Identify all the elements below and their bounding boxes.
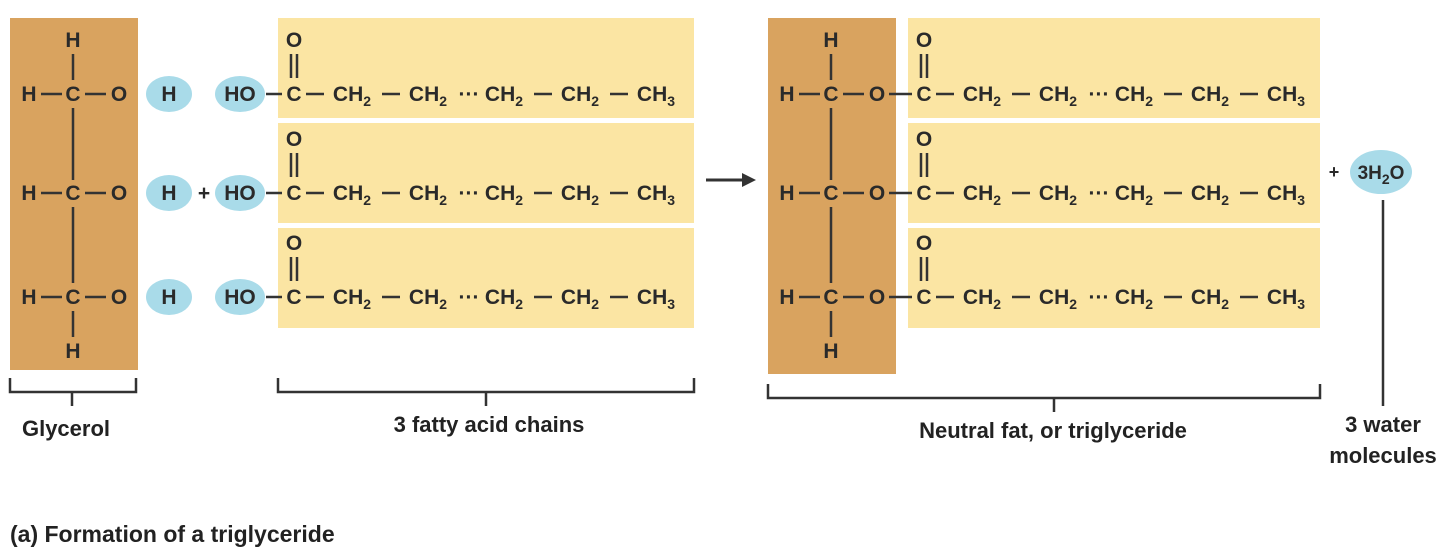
- atom-o-1: O: [111, 83, 127, 106]
- carbonyl-carbon: C: [286, 83, 301, 106]
- chain-ellipsis: ···: [459, 182, 480, 205]
- atom-o-3: O: [869, 286, 885, 309]
- ester-chain-block-3: [908, 228, 1320, 328]
- atom-h-3: H: [779, 286, 794, 309]
- carbonyl-oxygen: O: [916, 128, 932, 151]
- triglyceride-label: Neutral fat, or triglyceride: [919, 418, 1187, 443]
- atom-o-1: O: [869, 83, 885, 106]
- chain-ellipsis: ···: [459, 83, 480, 106]
- hydroxyl-oval-3: [215, 279, 265, 315]
- reaction-arrow: [706, 173, 756, 187]
- chain-ellipsis: ···: [459, 286, 480, 309]
- carbonyl-oxygen: O: [286, 128, 302, 151]
- fatty-acid-block-1: [278, 18, 694, 118]
- atom-h-top: H: [65, 29, 80, 52]
- hydrogen-oval-2: [146, 175, 192, 211]
- atom-h-1: H: [779, 83, 794, 106]
- atom-o-2: O: [869, 182, 885, 205]
- ester-chain-block-1: [908, 18, 1320, 118]
- chain-ellipsis: ···: [1089, 182, 1110, 205]
- atom-h-2: H: [779, 182, 794, 205]
- hydroxyl-oval-2: [215, 175, 265, 211]
- carbonyl-carbon: C: [916, 83, 931, 106]
- triglyceride-bracket: [766, 384, 1322, 400]
- water-product: + 3H2O: [1329, 150, 1412, 406]
- carbonyl-carbon: C: [916, 286, 931, 309]
- water-label-line1: 3 water: [1345, 412, 1421, 437]
- triglyceride-glycerol: H H C O H C O H C O H: [779, 29, 912, 363]
- hydroxyl-2: HO: [224, 182, 256, 205]
- water-oval: [1350, 150, 1412, 194]
- carbonyl-carbon: C: [286, 286, 301, 309]
- atom-c-3: C: [823, 286, 838, 309]
- hydroxyl-ovals: HO HO HO: [215, 76, 265, 315]
- atom-c-2: C: [823, 182, 838, 205]
- atom-h-bottom: H: [65, 340, 80, 363]
- atom-c-1: C: [65, 83, 80, 106]
- fatty-acid-block-2: [278, 123, 694, 223]
- glycerol-bracket: [8, 378, 138, 394]
- ester-chain-block-2: [908, 123, 1320, 223]
- ch2-group: CH2: [333, 182, 371, 208]
- chain-ellipsis: ···: [1089, 286, 1110, 309]
- carbonyl-oxygen: O: [916, 29, 932, 52]
- atom-c-3: C: [65, 286, 80, 309]
- glycerol-molecule: H H C O H C O H C O H: [21, 29, 127, 363]
- hydroxyl-1: HO: [224, 83, 256, 106]
- atom-h-3: H: [21, 286, 36, 309]
- atom-h-bottom: H: [823, 340, 838, 363]
- fatty-acids-label: 3 fatty acid chains: [394, 412, 585, 437]
- carbonyl-carbon: C: [916, 182, 931, 205]
- hydrogen-1: H: [161, 83, 176, 106]
- hydrogen-oval-1: [146, 76, 192, 112]
- carbonyl-oxygen: O: [286, 232, 302, 255]
- atom-c-2: C: [65, 182, 80, 205]
- atom-h-top: H: [823, 29, 838, 52]
- brackets: [8, 378, 1322, 412]
- plus-sign: +: [198, 182, 210, 205]
- chain-ellipsis: ···: [1089, 83, 1110, 106]
- atom-o-3: O: [111, 286, 127, 309]
- hydroxyl-3: HO: [224, 286, 256, 309]
- carbonyl-oxygen: O: [286, 29, 302, 52]
- atom-h-1: H: [21, 83, 36, 106]
- hydroxyl-oval-1: [215, 76, 265, 112]
- carbonyl-oxygen: O: [916, 232, 932, 255]
- hydrogen-ovals: H H H +: [146, 76, 210, 315]
- hydrogen-3: H: [161, 286, 176, 309]
- methyl-group: CH3: [1267, 182, 1305, 208]
- atom-c-1: C: [823, 83, 838, 106]
- figure-caption: (a) Formation of a triglyceride: [10, 521, 335, 547]
- water-plus-sign: +: [1329, 162, 1340, 182]
- hydrogen-2: H: [161, 182, 176, 205]
- fatty-acids-bracket: [276, 378, 696, 394]
- carbonyl-carbon: C: [286, 182, 301, 205]
- water-label-line2: molecules: [1329, 443, 1437, 468]
- hydrogen-oval-3: [146, 279, 192, 315]
- atom-h-2: H: [21, 182, 36, 205]
- water-formula: 3H2O: [1358, 163, 1405, 187]
- atom-o-2: O: [111, 182, 127, 205]
- glycerol-label: Glycerol: [22, 416, 110, 441]
- fatty-acid-block-3: [278, 228, 694, 328]
- methyl-group: CH3: [637, 286, 675, 312]
